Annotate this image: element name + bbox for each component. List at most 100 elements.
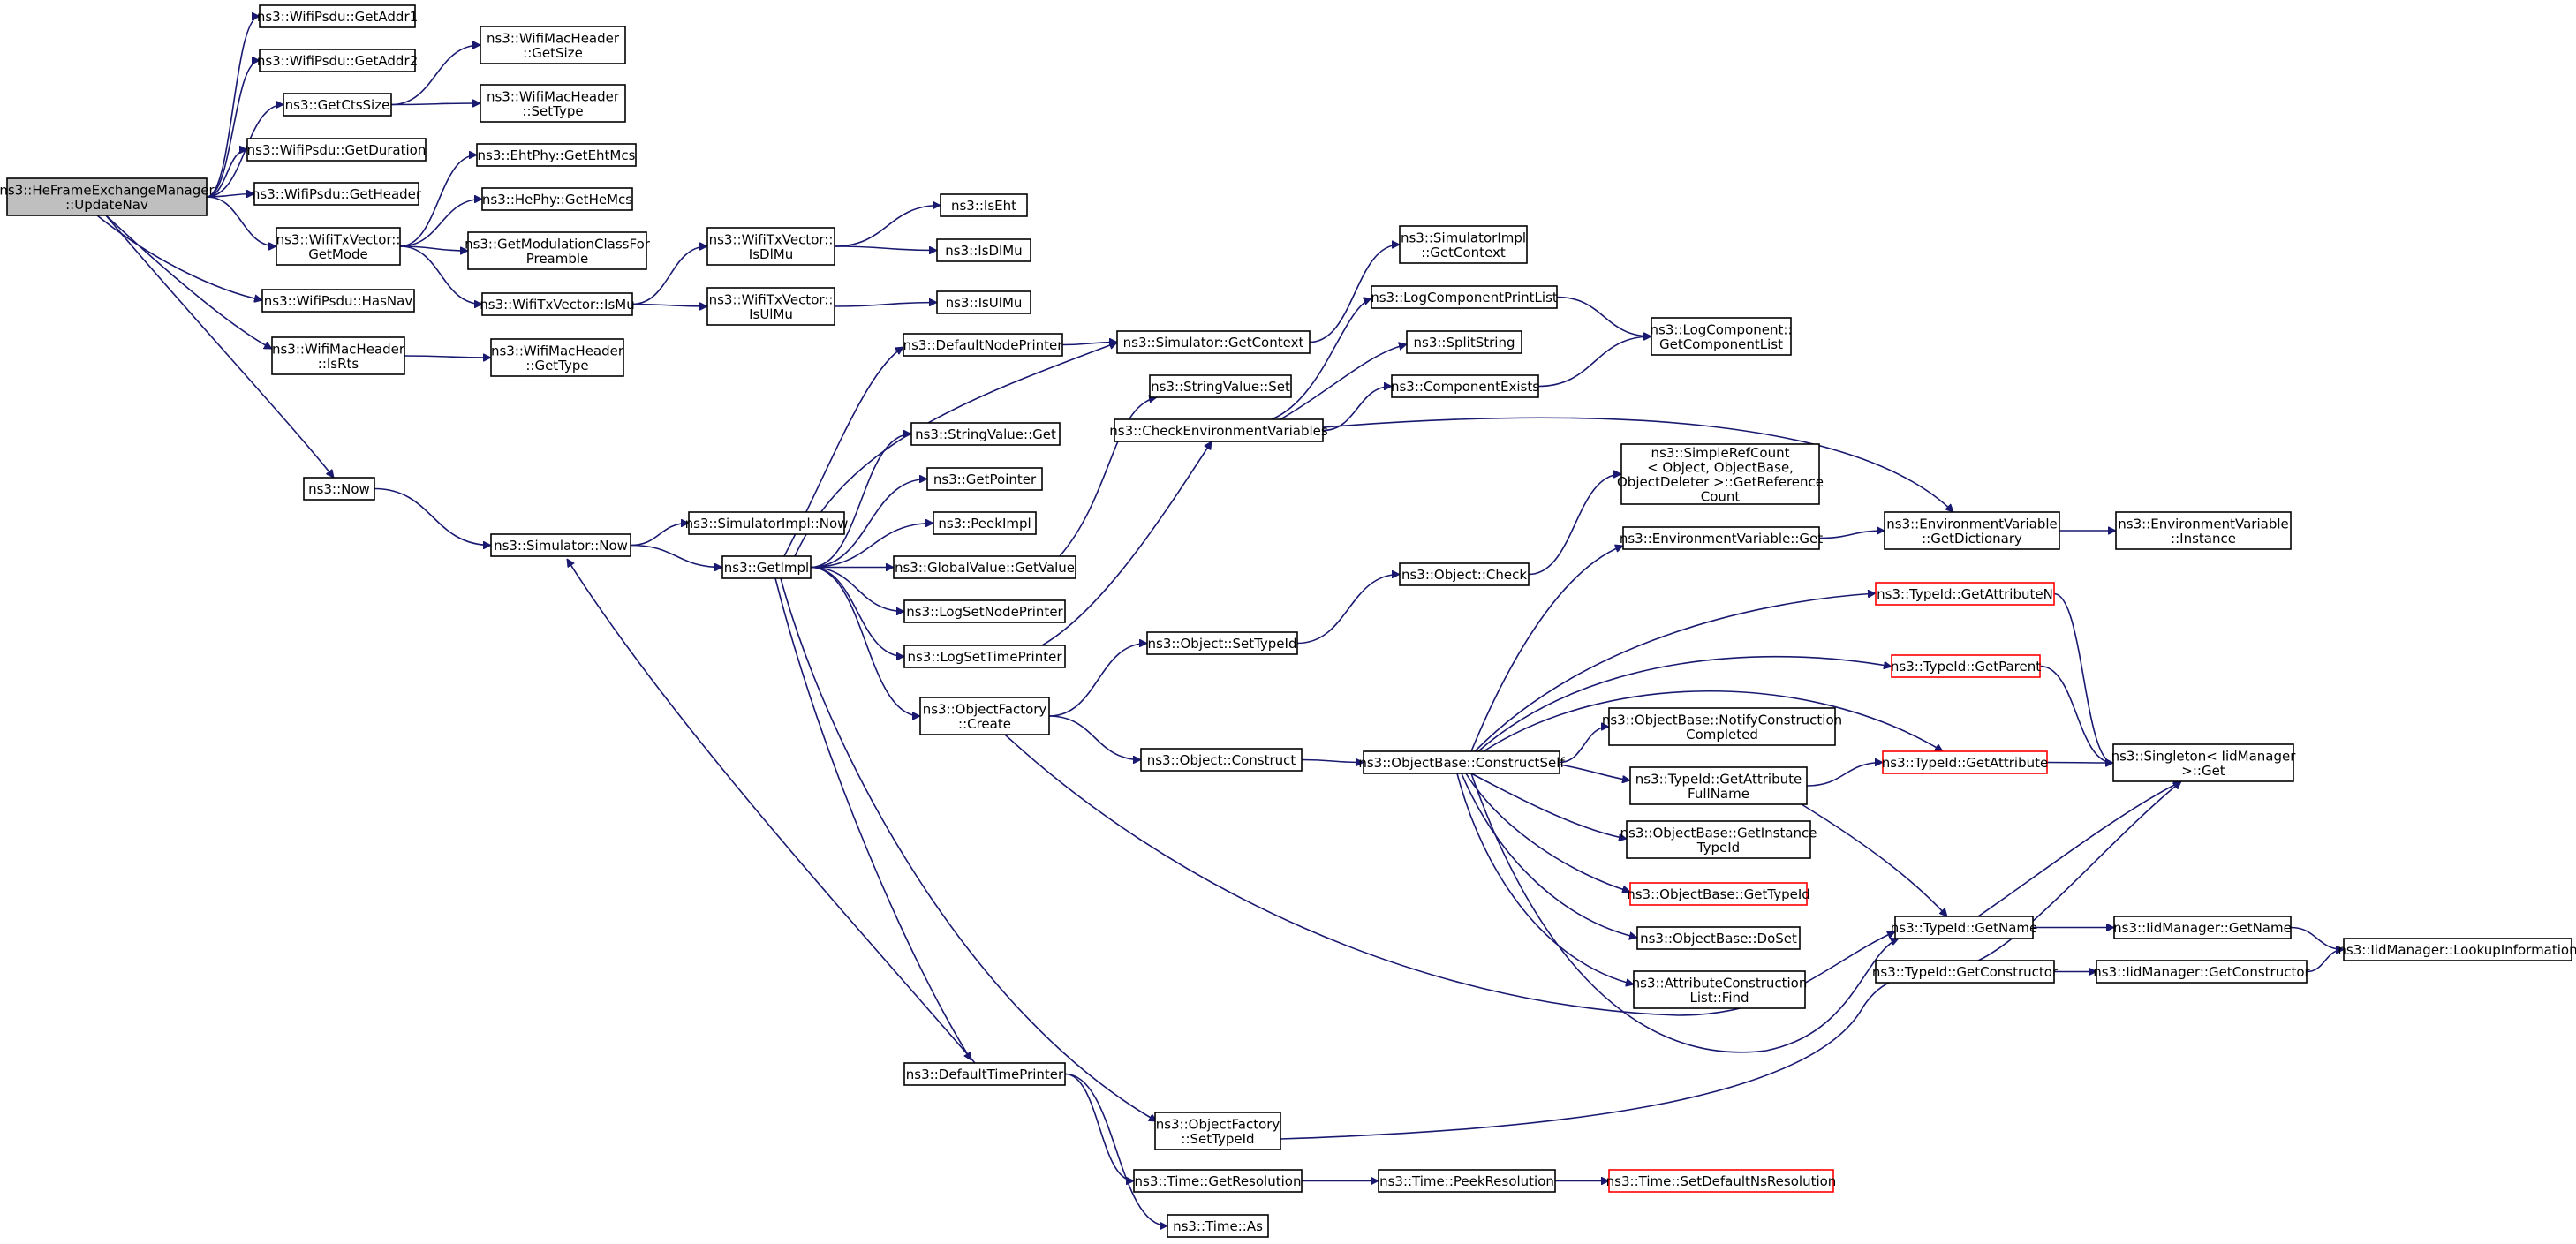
node-machdr_isrts[interactable]: ns3::WifiMacHeader::IsRts [271, 336, 405, 375]
edge-root-to-now [105, 215, 335, 478]
node-machdr_settype[interactable]: ns3::WifiMacHeader::SetType [480, 84, 626, 123]
node-simimpl_getcontext[interactable]: ns3::SimulatorImpl::GetContext [1399, 225, 1528, 264]
node-sim_now[interactable]: ns3::Simulator::Now [490, 533, 631, 557]
node-object_check[interactable]: ns3::Object::Check [1399, 562, 1530, 586]
node-label: IsUlMu [749, 306, 793, 322]
node-componentexists[interactable]: ns3::ComponentExists [1391, 374, 1539, 398]
node-label: ns3::Simulator::GetContext [1123, 335, 1304, 351]
node-ehtphy[interactable]: ns3::EhtPhy::GetEhtMcs [476, 143, 637, 167]
node-label: ns3::Time::PeekResolution [1379, 1173, 1554, 1189]
node-time_peekresolution[interactable]: ns3::Time::PeekResolution [1378, 1169, 1556, 1193]
node-label: ::SetType [522, 103, 583, 119]
node-getimpl[interactable]: ns3::GetImpl [721, 555, 812, 579]
node-iidmgr_getconstructor[interactable]: ns3::IidManager::GetConstructor [2093, 960, 2311, 984]
edge-root-to-getaddr1 [206, 17, 261, 198]
node-simimpl_now[interactable]: ns3::SimulatorImpl::Now [685, 511, 849, 535]
node-objbase_notify[interactable]: ns3::ObjectBase::NotifyConstructionCompl… [1602, 707, 1842, 746]
node-objfactory_create[interactable]: ns3::ObjectFactory::Create [919, 697, 1050, 735]
node-logcomp_printlist[interactable]: ns3::LogComponentPrintList [1371, 285, 1558, 309]
node-singleton_get[interactable]: ns3::Singleton< IidManager>::Get [2111, 743, 2297, 782]
node-time_as[interactable]: ns3::Time::As [1167, 1214, 1269, 1238]
node-defnodeprinter[interactable]: ns3::DefaultNodePrinter [903, 333, 1064, 357]
node-getctssize[interactable]: ns3::GetCtsSize [283, 93, 392, 117]
node-peekimpl[interactable]: ns3::PeekImpl [933, 511, 1037, 535]
node-label: ns3::DefaultNodePrinter [903, 337, 1064, 353]
node-envvar_instance[interactable]: ns3::EnvironmentVariable::Instance [2115, 511, 2292, 550]
edge-getctssize-to-machdr_settype [390, 103, 480, 105]
node-label: ns3::EnvironmentVariable [1886, 516, 2057, 532]
node-getaddr2[interactable]: ns3::WifiPsdu::GetAddr2 [257, 49, 418, 72]
node-iseht[interactable]: ns3::IsEht [940, 193, 1028, 217]
node-objfactory_settypeid[interactable]: ns3::ObjectFactory::SetTypeId [1154, 1112, 1281, 1150]
node-label: ns3::WifiTxVector::IsMu [480, 297, 634, 313]
node-envvar_get[interactable]: ns3::EnvironmentVariable::Get [1620, 526, 1823, 550]
node-root[interactable]: ns3::HeFrameExchangeManager::UpdateNav [0, 177, 215, 216]
node-deftimeprinter[interactable]: ns3::DefaultTimePrinter [903, 1062, 1066, 1086]
edge-objbase_constructself-to-typeid_getattributen [1474, 593, 1876, 752]
node-hephy[interactable]: ns3::HePhy::GetHeMcs [481, 187, 633, 211]
node-label: ns3::TypeId::GetAttribute [1882, 755, 2048, 771]
node-label: ns3::ObjectFactory [1156, 1116, 1280, 1132]
node-getaddr1[interactable]: ns3::WifiPsdu::GetAddr1 [257, 4, 418, 28]
edge-checkenv-to-splitstring [1280, 344, 1407, 420]
node-label: ::SetTypeId [1181, 1131, 1254, 1147]
node-label: ::UpdateNav [65, 197, 148, 213]
node-stringvalue_get[interactable]: ns3::StringValue::Get [910, 422, 1061, 446]
node-logsetnodeprinter[interactable]: ns3::LogSetNodePrinter [903, 599, 1066, 623]
node-label: ns3::WifiMacHeader [491, 343, 624, 358]
node-sim_getcontext[interactable]: ns3::Simulator::GetContext [1116, 330, 1311, 354]
edge-objbase_constructself-to-objbase_getinstancetypeid [1470, 773, 1627, 839]
node-objbase_doset[interactable]: ns3::ObjectBase::DoSet [1636, 926, 1801, 950]
node-label: ns3::SplitString [1414, 335, 1515, 351]
edge-typeid_getname-to-singleton_get [1977, 780, 2181, 917]
node-machdr_gettype[interactable]: ns3::WifiMacHeader::GetType [490, 338, 624, 377]
node-hasnav[interactable]: ns3::WifiPsdu::HasNav [261, 289, 415, 313]
node-splitstring[interactable]: ns3::SplitString [1406, 330, 1522, 354]
node-iidmgr_lookup[interactable]: ns3::IidManager::LookupInformation [2338, 938, 2576, 961]
node-envvar_getdict[interactable]: ns3::EnvironmentVariable::GetDictionary [1884, 511, 2060, 550]
node-time_setdefaultns[interactable]: ns3::Time::SetDefaultNsResolution [1606, 1169, 1837, 1193]
edge-object_check-to-simplerefcount [1528, 474, 1621, 576]
node-isdlmu[interactable]: ns3::IsDlMu [936, 238, 1031, 262]
node-getheader[interactable]: ns3::WifiPsdu::GetHeader [252, 182, 422, 206]
node-label: ns3::WifiMacHeader [487, 30, 620, 46]
edge-txv_getmode-to-ehtphy [399, 155, 477, 247]
node-stringvalue_set[interactable]: ns3::StringValue::Set [1149, 374, 1292, 398]
node-typeid_getattribute[interactable]: ns3::TypeId::GetAttribute [1882, 750, 2048, 774]
node-typeid_getparent[interactable]: ns3::TypeId::GetParent [1891, 654, 2041, 678]
node-logcomp_getlist[interactable]: ns3::LogComponent::GetComponentList [1651, 317, 1793, 356]
node-typeid_getname[interactable]: ns3::TypeId::GetName [1891, 916, 2037, 939]
node-label: ns3::WifiPsdu::GetAddr1 [257, 9, 418, 25]
node-getduration[interactable]: ns3::WifiPsdu::GetDuration [246, 138, 427, 162]
node-isulmu[interactable]: ns3::IsUlMu [936, 290, 1031, 314]
node-logsettimeprinter[interactable]: ns3::LogSetTimePrinter [903, 645, 1066, 668]
node-label: ns3::AttributeConstruction [1632, 975, 1808, 991]
node-simplerefcount[interactable]: ns3::SimpleRefCount< Object, ObjectBase,… [1617, 443, 1824, 505]
node-txv_isdlmu[interactable]: ns3::WifiTxVector::IsDlMu [706, 227, 835, 266]
node-object_settypeid[interactable]: ns3::Object::SetTypeId [1146, 631, 1298, 655]
node-label: ns3::EhtPhy::GetEhtMcs [478, 147, 636, 163]
node-objbase_constructself[interactable]: ns3::ObjectBase::ConstructSelf [1358, 750, 1565, 774]
node-txv_isulmu[interactable]: ns3::WifiTxVector::IsUlMu [706, 287, 835, 326]
node-object_construct[interactable]: ns3::Object::Construct [1140, 748, 1303, 772]
node-getpointer[interactable]: ns3::GetPointer [926, 467, 1043, 491]
node-globalvalue_getvalue[interactable]: ns3::GlobalValue::GetValue [893, 555, 1076, 579]
edge-root-to-getduration [206, 150, 248, 198]
node-now[interactable]: ns3::Now [303, 477, 375, 501]
node-txv_getmode[interactable]: ns3::WifiTxVector::GetMode [276, 227, 401, 266]
edge-layer [96, 17, 2345, 1226]
node-iidmgr_getname[interactable]: ns3::IidManager::GetName [2113, 916, 2292, 939]
node-machdr_getsize[interactable]: ns3::WifiMacHeader::GetSize [480, 26, 626, 64]
node-objbase_gettypeid[interactable]: ns3::ObjectBase::GetTypeId [1627, 882, 1810, 906]
node-checkenv[interactable]: ns3::CheckEnvironmentVariables [1109, 418, 1328, 442]
edge-logcomp_printlist-to-logcomp_getlist [1556, 296, 1651, 337]
node-label: ns3::Object::Construct [1147, 752, 1296, 768]
node-time_getresolution[interactable]: ns3::Time::GetResolution [1133, 1169, 1303, 1193]
node-typeid_getconstructor[interactable]: ns3::TypeId::GetConstructor [1872, 960, 2059, 984]
node-typeid_getattributen[interactable]: ns3::TypeId::GetAttributeN [1875, 582, 2055, 606]
node-txv_ismu[interactable]: ns3::WifiTxVector::IsMu [480, 292, 635, 316]
